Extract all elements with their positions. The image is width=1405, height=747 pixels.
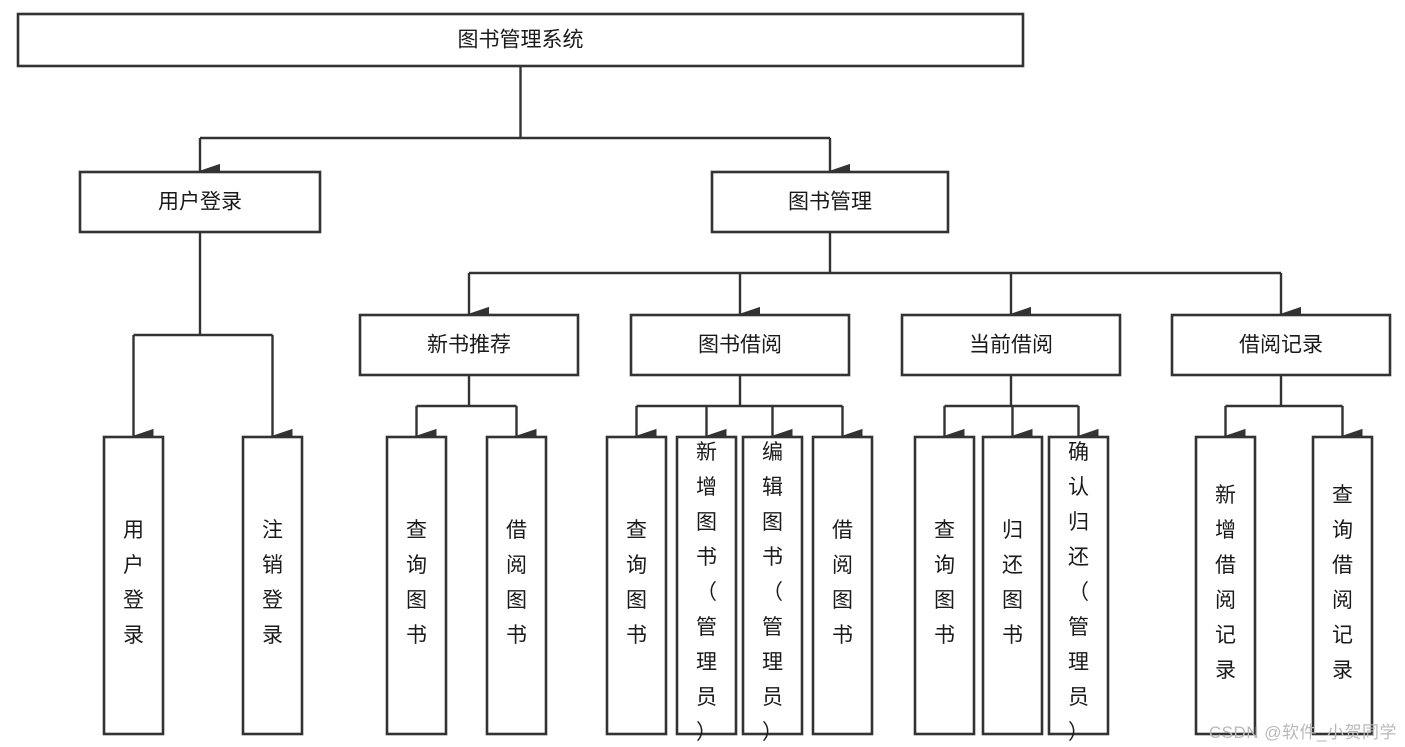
node-box [710, 170, 950, 234]
node-box [900, 313, 1122, 377]
node-label: 借阅图书 [506, 519, 527, 647]
node-l3-book-borrow[interactable]: 图书借阅 [629, 313, 851, 377]
node-label: 用户登录 [123, 519, 144, 647]
node-label: 查询图书 [934, 519, 955, 647]
node-label: 确认归还（管理员） [1068, 441, 1089, 744]
node-label: 图书借阅 [698, 334, 782, 357]
csdn-watermark: CSDN @软件_小贺同学 [1208, 723, 1397, 742]
node-label: 查询图书 [626, 519, 647, 647]
node-leaf-query-book-1[interactable]: 查询图书 [385, 435, 448, 736]
node-leaf-query-record[interactable]: 查询借阅记录 [1311, 435, 1374, 736]
node-l2-user-login[interactable]: 用户登录 [78, 170, 322, 234]
node-box [102, 435, 165, 736]
node-leaf-logout[interactable]: 注销登录 [241, 435, 304, 736]
node-label: 新增借阅记录 [1215, 484, 1236, 682]
node-box [629, 313, 851, 377]
node-box [385, 435, 448, 736]
nodes-layer: 图书管理系统用户登录图书管理新书推荐图书借阅当前借阅借阅记录用户登录注销登录查询… [16, 12, 1392, 744]
node-leaf-edit-book[interactable]: 编辑图书（管理员） [741, 435, 804, 744]
node-leaf-return-book[interactable]: 归还图书 [981, 435, 1044, 736]
node-leaf-query-book-2[interactable]: 查询图书 [605, 435, 668, 736]
node-box [78, 170, 322, 234]
node-root[interactable]: 图书管理系统 [16, 12, 1025, 68]
node-leaf-add-record[interactable]: 新增借阅记录 [1194, 435, 1257, 736]
node-label: 借阅图书 [832, 519, 853, 647]
node-leaf-user-login[interactable]: 用户登录 [102, 435, 165, 736]
node-leaf-borrow-book-1[interactable]: 借阅图书 [485, 435, 548, 736]
node-box [675, 435, 738, 736]
node-label: 归还图书 [1002, 519, 1023, 647]
node-leaf-add-book[interactable]: 新增图书（管理员） [675, 435, 738, 744]
node-box [1194, 435, 1257, 736]
node-label: 图书管理 [788, 191, 872, 214]
node-label: 查询图书 [406, 519, 427, 647]
node-l3-current-borrow[interactable]: 当前借阅 [900, 313, 1122, 377]
node-box [485, 435, 548, 736]
node-label: 用户登录 [158, 191, 242, 214]
node-box [358, 313, 580, 377]
node-box [605, 435, 668, 736]
node-leaf-borrow-book-2[interactable]: 借阅图书 [811, 435, 874, 736]
node-label: 图书管理系统 [458, 29, 584, 52]
node-box [1311, 435, 1374, 736]
node-label: 当前借阅 [969, 334, 1053, 357]
node-label: 注销登录 [262, 519, 283, 647]
node-label: 借阅记录 [1239, 334, 1323, 357]
edges-layer [132, 66, 1363, 444]
node-box [811, 435, 874, 736]
node-label: 新书推荐 [427, 334, 511, 357]
node-box [913, 435, 976, 736]
node-box [1047, 435, 1110, 736]
node-leaf-confirm-return[interactable]: 确认归还（管理员） [1047, 435, 1110, 744]
node-box [741, 435, 804, 736]
node-label: 新增图书（管理员） [696, 441, 717, 744]
node-leaf-query-book-3[interactable]: 查询图书 [913, 435, 976, 736]
node-box [981, 435, 1044, 736]
node-label: 编辑图书（管理员） [762, 441, 783, 744]
node-box [241, 435, 304, 736]
node-l3-new-book-rec[interactable]: 新书推荐 [358, 313, 580, 377]
node-box [1170, 313, 1392, 377]
node-l3-borrow-record[interactable]: 借阅记录 [1170, 313, 1392, 377]
node-label: 查询借阅记录 [1332, 484, 1353, 682]
node-l2-book-manage[interactable]: 图书管理 [710, 170, 950, 234]
node-box [16, 12, 1025, 68]
